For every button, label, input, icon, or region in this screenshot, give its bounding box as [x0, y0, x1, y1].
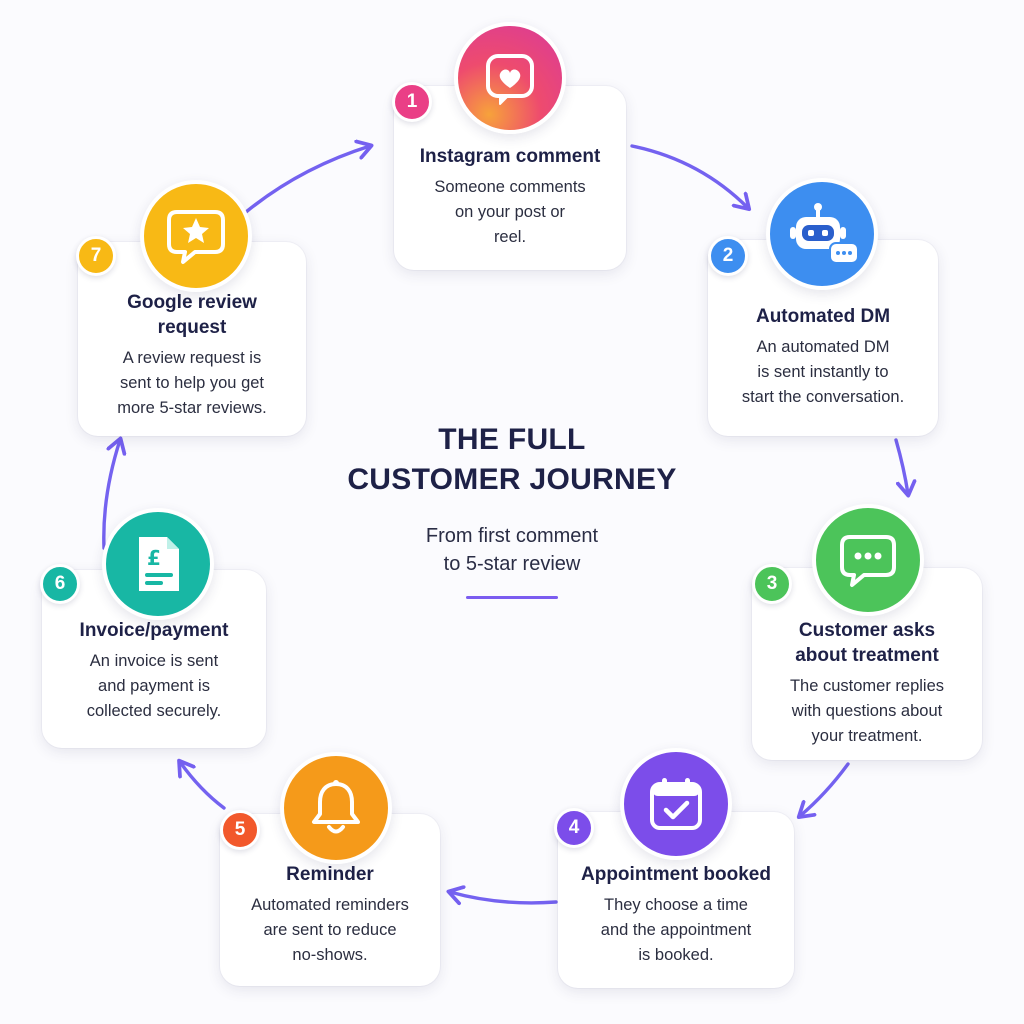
bell-icon [280, 752, 392, 864]
heading-divider [466, 596, 558, 599]
page-title: THE FULL CUSTOMER JOURNEY [347, 423, 677, 496]
journey-heading: THE FULL CUSTOMER JOURNEY From first com… [312, 420, 712, 599]
arrow-5-to-6 [180, 762, 226, 810]
step-description: An invoice is sent and payment is collec… [86, 652, 222, 720]
arrow-2-to-3 [894, 438, 908, 494]
step-title: Customer asks about treatment [795, 620, 939, 666]
svg-text:£: £ [147, 546, 161, 570]
step-number-badge: 1 [392, 82, 432, 122]
step-description: The customer replies with questions abou… [789, 677, 945, 745]
step-title: Automated DM [755, 306, 891, 327]
instagram-heart-icon [454, 22, 566, 134]
step-description: Automated reminders are sent to reduce n… [251, 896, 409, 964]
step-title: Google review request [127, 292, 257, 338]
arrow-7-to-1 [244, 146, 370, 214]
step-title: Appointment booked [581, 864, 771, 885]
page-subtitle: From first comment to 5-star review [425, 525, 599, 575]
step-description: Someone comments on your post or reel. [434, 178, 586, 246]
step-number-badge: 2 [708, 236, 748, 276]
step-title: Reminder [286, 864, 374, 885]
step-title: Invoice/payment [79, 620, 229, 641]
step-card-instagram-comment: Instagram comment Someone comments on yo… [394, 86, 626, 270]
step-description: An automated DM is sent instantly to sta… [741, 338, 905, 406]
star-review-icon [140, 180, 252, 292]
step-number-badge: 4 [554, 808, 594, 848]
robot-chat-icon [766, 178, 878, 290]
step-number-badge: 7 [76, 236, 116, 276]
arrow-3-to-4 [800, 762, 850, 816]
step-number-badge: 6 [40, 564, 80, 604]
arrow-6-to-7 [102, 440, 120, 550]
step-number-badge: 3 [752, 564, 792, 604]
calendar-check-icon [620, 748, 732, 860]
arrow-4-to-5 [450, 892, 558, 903]
step-description: They choose a time and the appointment i… [600, 896, 752, 964]
step-description: A review request is sent to help you get… [117, 349, 267, 417]
arrow-1-to-2 [630, 144, 748, 208]
invoice-pound-icon: £ [102, 508, 214, 620]
step-title: Instagram comment [419, 146, 601, 167]
speech-bubble-icon [812, 504, 924, 616]
step-number-badge: 5 [220, 810, 260, 850]
